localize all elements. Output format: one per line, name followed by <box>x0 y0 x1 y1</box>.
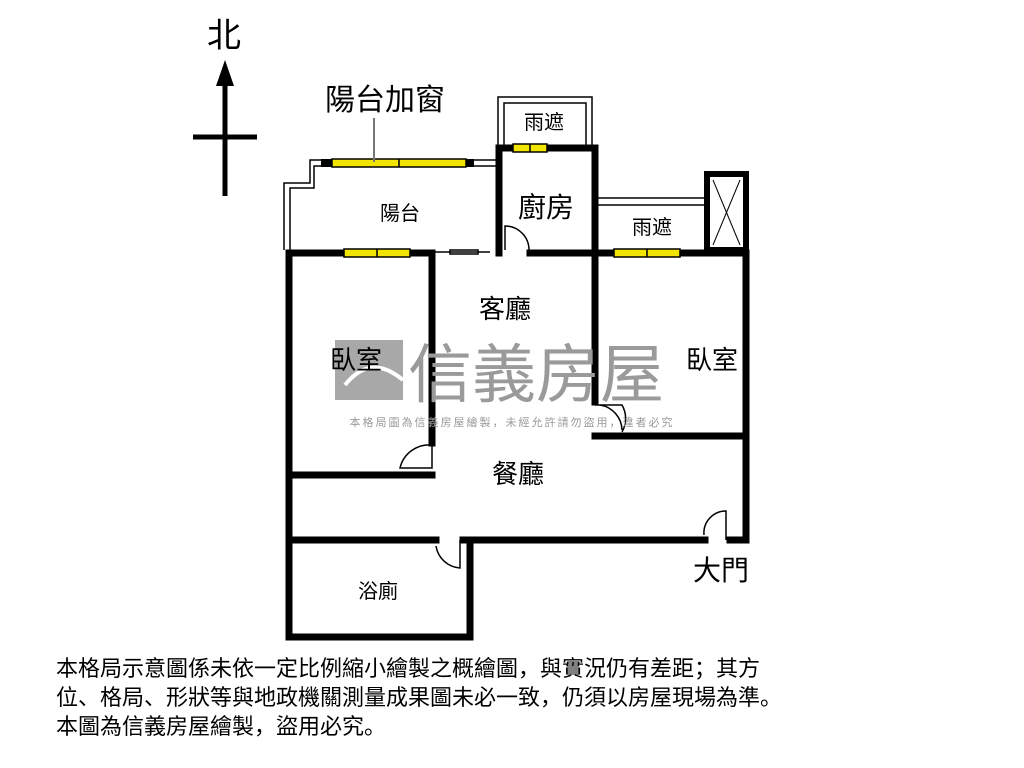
label-dining-room: 餐廳 <box>492 460 544 490</box>
disclaimer-line: 位、格局、形狀等與地政機關測量成果圖未必一致，仍須以房屋現場為準。 <box>56 686 783 711</box>
label-bedroom-left: 臥室 <box>330 346 382 376</box>
main-door <box>703 510 727 540</box>
disclaimer-line: 本圖為信義房屋繪製，盜用必究。 <box>56 715 387 740</box>
north-label: 北 <box>207 16 241 56</box>
watermark-notice: 本格局圖為信義房屋繪製，未經允許請勿盜用，違者必究 <box>350 415 675 429</box>
bedroom-left-door <box>399 444 433 469</box>
label-main-door: 大門 <box>693 554 749 587</box>
kitchen-door <box>504 225 530 251</box>
label-balcony-window: 陽台加窗 <box>325 83 445 118</box>
windows <box>331 143 681 258</box>
label-balcony: 陽台 <box>380 201 420 225</box>
doors <box>399 225 727 569</box>
label-living-room: 客廳 <box>479 295 531 325</box>
label-bedroom-right: 臥室 <box>686 346 738 376</box>
bedroom-right-door <box>595 404 627 433</box>
watermark-brand: 信義房屋 <box>408 339 664 413</box>
bathroom-door <box>435 540 461 569</box>
label-canopy-right: 雨遮 <box>632 215 672 239</box>
shaft <box>704 171 749 253</box>
walls <box>285 144 750 641</box>
watermark-logo <box>335 340 405 400</box>
balcony-outline <box>283 96 707 255</box>
disclaimer-line: 本格局示意圖係未依一定比例縮小繪製之概繪圖，與實況仍有差距；其方 <box>56 657 761 682</box>
label-kitchen: 廚房 <box>518 191 574 224</box>
label-canopy-top: 雨遮 <box>524 110 564 134</box>
label-bathroom: 浴廁 <box>358 579 398 603</box>
north-arrow-icon <box>193 60 257 196</box>
disclaimer: 本格局示意圖係未依一定比例縮小繪製之概繪圖，與實況仍有差距；其方 位、格局、形狀… <box>56 655 996 742</box>
